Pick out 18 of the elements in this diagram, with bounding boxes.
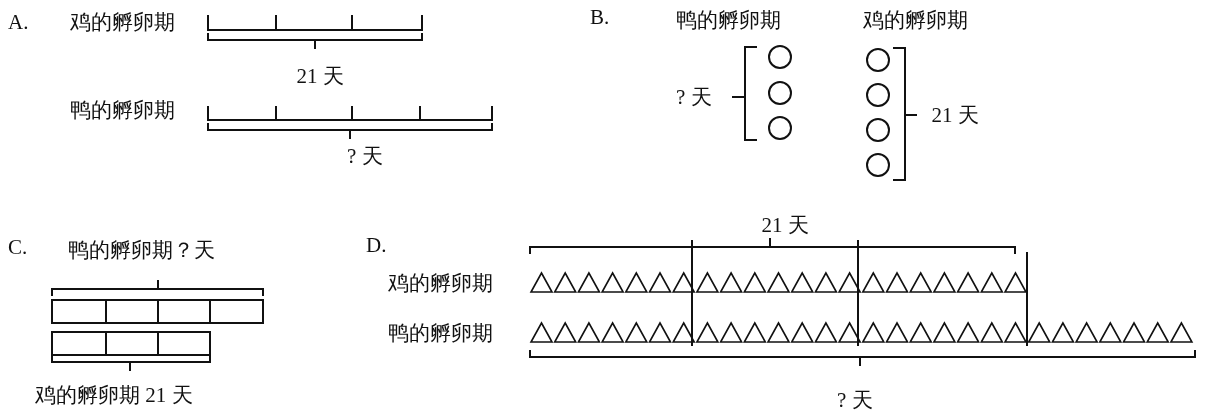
option-letter: A. bbox=[8, 10, 29, 34]
option-letter: D. bbox=[366, 233, 387, 257]
column-label: 鸭的孵卵期 bbox=[675, 8, 781, 32]
row-label: 鸭的孵卵期 bbox=[70, 98, 175, 122]
quantity-label: ? 天 bbox=[837, 388, 873, 412]
quantity-label: ? 天 bbox=[347, 144, 383, 168]
quantity-label: 鸡的孵卵期 21 天 bbox=[35, 383, 193, 407]
column-label: 鸡的孵卵期 bbox=[862, 8, 968, 32]
quantity-label: 21 天 bbox=[296, 64, 344, 88]
row-label: 鸡的孵卵期 bbox=[388, 271, 493, 295]
quantity-label: 21 天 bbox=[931, 103, 979, 127]
option-letter: B. bbox=[590, 5, 610, 29]
quantity-label: 鸭的孵卵期？天 bbox=[68, 238, 215, 262]
quantity-label: 21 天 bbox=[761, 213, 809, 237]
row-label: 鸡的孵卵期 bbox=[70, 10, 175, 34]
quantity-label: ? 天 bbox=[676, 85, 712, 109]
option-letter: C. bbox=[8, 235, 28, 259]
row-label: 鸭的孵卵期 bbox=[388, 321, 493, 345]
